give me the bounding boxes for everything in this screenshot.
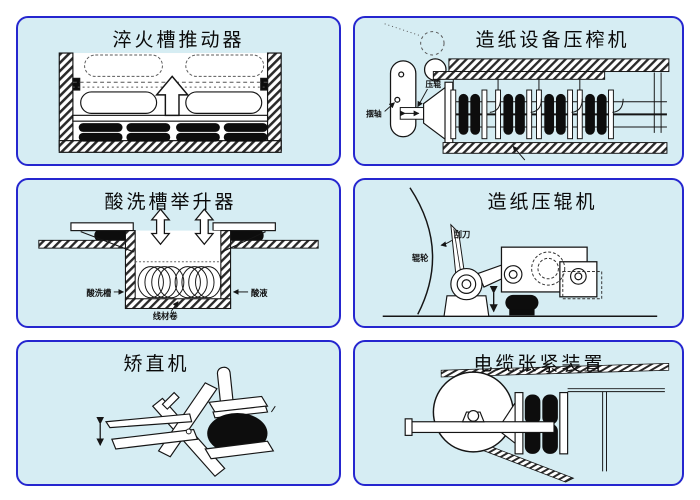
tick-mark [270, 405, 276, 413]
fork-prongs [105, 413, 199, 450]
roller-wheel-arc [409, 187, 434, 315]
panel-title-paper-press-machine: 造纸设备压榨机 [475, 30, 630, 51]
swing-arm [389, 60, 417, 138]
wire-coil-pointer [170, 301, 179, 312]
panel-title-quenching-tank-pusher: 淬火槽推动器 [112, 30, 245, 51]
cable-top [440, 362, 670, 378]
panel-paper-roller-machine: 造纸压辊机 辊轮 刮刀 [353, 178, 684, 328]
paper-press-machine-diagram: 压辊 摆轴 [366, 23, 670, 161]
lower-workpieces [80, 91, 263, 114]
pickling-tank-label: 酸洗槽 [87, 288, 113, 298]
pickling-tank-lifter-diagram: 酸洗槽 酸液 线材卷 [38, 208, 319, 321]
coupler [399, 107, 425, 120]
dashed-roller-outline [420, 31, 445, 56]
ground [442, 142, 668, 161]
cable-tensioning-device-diagram [404, 362, 670, 483]
press-roller-label: 压辊 [426, 79, 442, 89]
air-spring [505, 294, 539, 316]
panel-title-paper-roller-machine: 造纸压辊机 [487, 192, 598, 213]
spring-plate-right [559, 391, 569, 455]
top-beam [432, 58, 670, 80]
acid-liquid-label: 酸液 [251, 288, 268, 298]
funnel-coupling [423, 81, 454, 146]
paper-roller-machine-diagram: 辊轮 刮刀 [382, 187, 658, 317]
panel-cable-tensioning-device: 电缆张紧装置 [353, 340, 684, 486]
swing-shaft-pointer [384, 102, 395, 112]
lift-platform [70, 222, 276, 232]
panel-quenching-tank-pusher: 淬火槽推动器 [16, 16, 341, 166]
panel-pickling-tank-lifter: 酸洗槽举升器 [16, 178, 341, 328]
bottom-plate [204, 440, 275, 460]
body-washers [503, 265, 587, 285]
pusher-plate [72, 114, 269, 122]
quenching-tank-pusher-diagram [58, 52, 282, 153]
roller-wheel-label: 辊轮 [412, 253, 429, 263]
tank-interior [135, 230, 221, 301]
swing-shaft-label: 摆轴 [366, 108, 382, 118]
up-arrow-icon [155, 75, 190, 117]
wall-frame [567, 388, 665, 472]
scraper-pointer [440, 239, 453, 248]
panel-paper-press-machine: 造纸设备压榨机 压辊 摆轴 [353, 16, 684, 166]
panel-title-cable-tensioning-device: 电缆张紧装置 [473, 354, 606, 375]
tank-walls [58, 52, 282, 153]
air-springs [78, 123, 268, 142]
panel-title-pickling-tank-lifter: 酸洗槽举升器 [104, 192, 237, 213]
wheel-hub [461, 409, 485, 423]
upper-workpieces [84, 54, 265, 77]
pivot-pin [185, 428, 192, 435]
wire-coil-label: 线材卷 [153, 311, 179, 321]
straightening-machine-diagram [96, 366, 276, 478]
scraper-blade-label: 刮刀 [454, 229, 471, 239]
press-roller-pointer [417, 88, 428, 108]
panel-straightening-machine: 矫直机 [16, 340, 341, 486]
hidden-roller-dashed [531, 251, 603, 300]
pivot-pedestal [443, 262, 510, 317]
press-air-springs [450, 79, 624, 140]
lift-arrows [150, 208, 215, 246]
panel-title-straightening-machine: 矫直机 [123, 354, 190, 375]
leader-dots [384, 23, 445, 56]
applications-grid: 淬火槽推动器 [16, 16, 684, 486]
wire-coils [137, 266, 222, 299]
lift-air-springs [94, 228, 264, 243]
